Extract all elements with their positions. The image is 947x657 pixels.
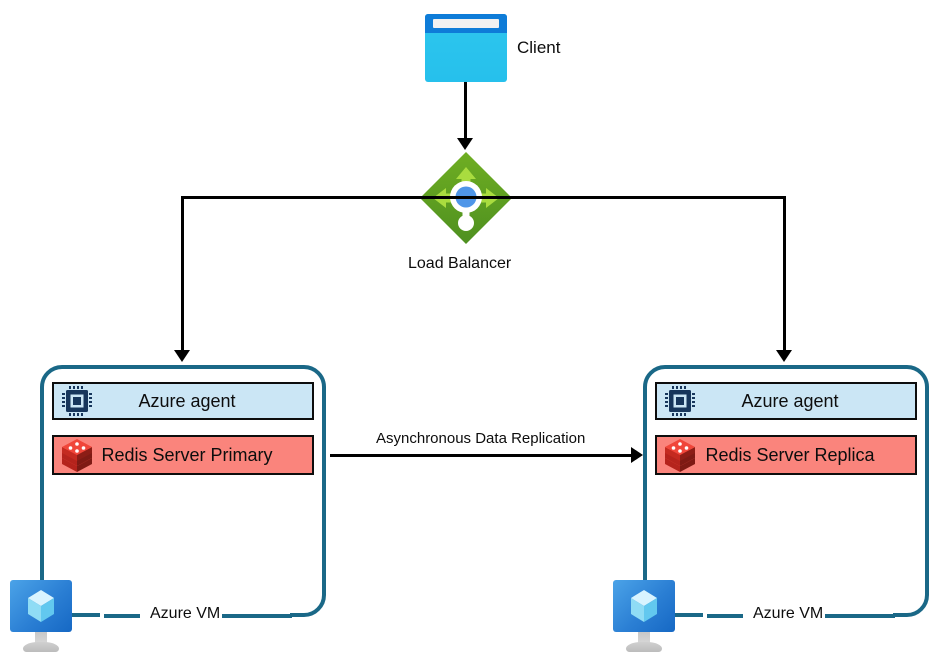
load-balancer-label: Load Balancer xyxy=(408,255,512,272)
azure-vm-icon-replica xyxy=(613,580,675,656)
vm-label-line-left-replica xyxy=(707,614,743,618)
azure-agent-label-primary: Azure agent xyxy=(138,390,236,411)
azure-agent-row-replica[interactable]: Azure agent xyxy=(655,382,917,420)
redis-server-primary-row[interactable]: Redis Server Primary xyxy=(52,435,314,475)
azure-vm-label-primary: Azure VM xyxy=(144,605,227,623)
redis-server-replica-row[interactable]: Redis Server Replica xyxy=(655,435,917,475)
vm-label-line-left-primary xyxy=(104,614,140,618)
cpu-chip-icon xyxy=(58,382,96,420)
edge-lb-to-primary-arrowhead xyxy=(174,350,190,362)
azure-vm-stand-base-replica xyxy=(626,642,662,652)
redis-server-primary-label: Redis Server Primary xyxy=(101,444,273,465)
azure-vm-icon-primary xyxy=(10,580,72,656)
edge-lb-branch-horizontal xyxy=(181,196,786,199)
azure-vm-stand-neck-primary xyxy=(35,632,47,644)
vm-label-line-right-primary xyxy=(222,614,292,618)
edge-lb-to-replica-line xyxy=(783,196,786,351)
browser-window-icon xyxy=(425,14,507,82)
cpu-chip-icon xyxy=(661,382,699,420)
azure-vm-screen-replica xyxy=(613,580,675,632)
edge-lb-to-replica-arrowhead xyxy=(776,350,792,362)
browser-address-bar xyxy=(433,19,499,28)
edge-client-to-lb-arrowhead xyxy=(457,138,473,150)
azure-agent-row-primary[interactable]: Azure agent xyxy=(52,382,314,420)
edge-client-to-lb-line xyxy=(464,82,467,140)
redis-cube-icon xyxy=(58,436,96,474)
edge-replication-arrowhead xyxy=(631,447,643,463)
azure-vm-screen-primary xyxy=(10,580,72,632)
replication-label: Asynchronous Data Replication xyxy=(376,430,586,447)
edge-lb-to-primary-line xyxy=(181,196,184,351)
azure-vm-label-replica: Azure VM xyxy=(747,605,830,623)
azure-vm-stand-base-primary xyxy=(23,642,59,652)
client-label: Client xyxy=(517,38,561,57)
edge-replication-line xyxy=(330,454,633,457)
redis-cube-icon xyxy=(661,436,699,474)
redis-server-replica-label: Redis Server Replica xyxy=(705,444,875,465)
azure-agent-label-replica: Azure agent xyxy=(741,390,839,411)
azure-vm-stand-neck-replica xyxy=(638,632,650,644)
vm-label-line-right-replica xyxy=(825,614,895,618)
